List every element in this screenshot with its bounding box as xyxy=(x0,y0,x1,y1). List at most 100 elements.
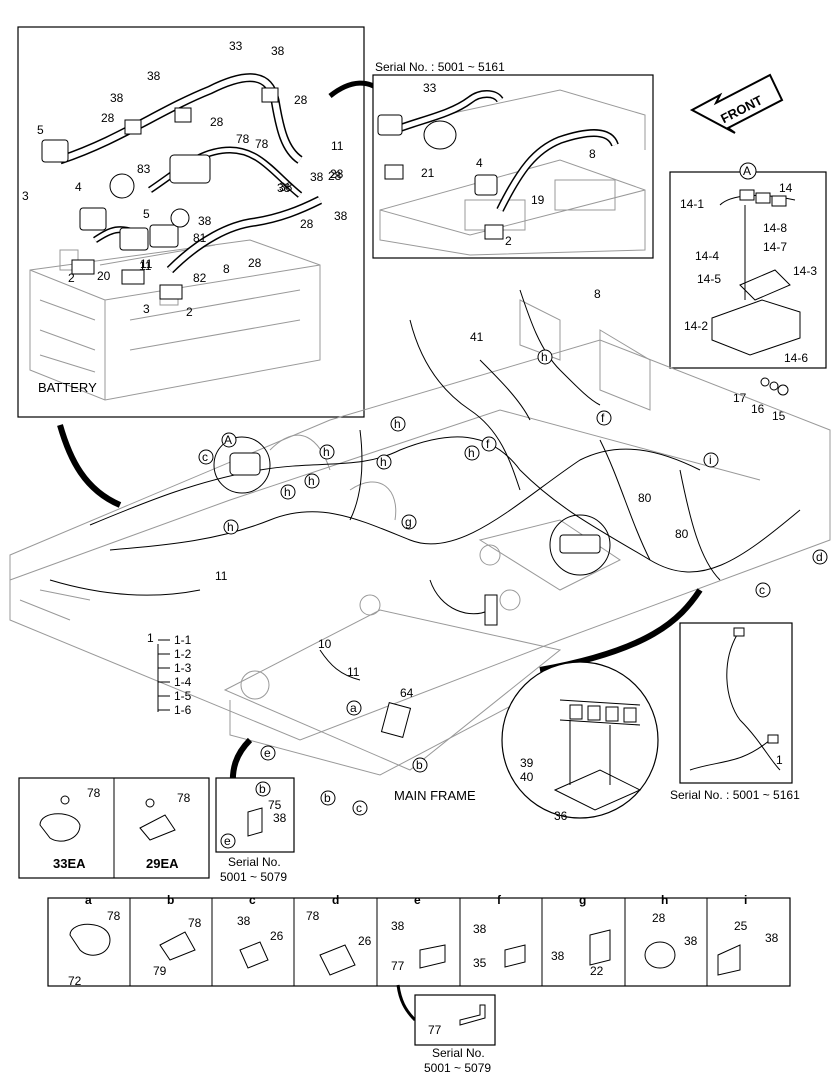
callout-h: h xyxy=(304,473,320,489)
part-label: 17 xyxy=(733,391,747,405)
part-label: 26 xyxy=(358,934,372,948)
part-label: 75 xyxy=(268,798,282,812)
callout-letter: c xyxy=(356,801,362,815)
part-label: 38 xyxy=(473,922,487,936)
callout-letter: f xyxy=(601,411,605,425)
callout-a: a xyxy=(346,700,362,716)
part-label: 4 xyxy=(75,180,82,194)
part-label: 28 xyxy=(300,217,314,231)
part-label: 14 xyxy=(779,181,793,195)
part-label: 26 xyxy=(270,929,284,943)
callout-letter: e xyxy=(264,746,271,760)
clip-qty: 33EA xyxy=(53,856,86,871)
callout-h: h xyxy=(376,454,392,470)
serial-caption-line: 5001 ~ 5079 xyxy=(220,870,287,884)
sub-part-label: 1-5 xyxy=(174,689,192,703)
serial-panel-right: 1 Serial No. : 5001 ~ 5161 xyxy=(670,622,800,802)
part-label: 28 xyxy=(330,167,344,181)
callout-letter: i xyxy=(709,453,712,467)
callout-d: d xyxy=(812,549,828,565)
serial-panel-right-frame xyxy=(679,622,793,784)
callout-letter: c xyxy=(759,583,765,597)
table-key: a xyxy=(85,893,92,907)
sub-part-label: 1-4 xyxy=(174,675,192,689)
callout-letter: h xyxy=(227,520,234,534)
table-key: d xyxy=(332,893,339,907)
part-label: 11 xyxy=(347,665,360,679)
part-label: 28 xyxy=(294,93,308,107)
part-label: 38 xyxy=(310,170,324,184)
table-key: e xyxy=(414,893,421,907)
callout-arrow xyxy=(539,588,703,673)
part-label: 77 xyxy=(391,959,405,973)
part-label: 14-5 xyxy=(697,272,721,286)
part-label: 80 xyxy=(638,491,652,505)
part-label: 38 xyxy=(237,914,251,928)
part-label: 11 xyxy=(215,569,228,583)
part-label: 14-6 xyxy=(784,351,808,365)
callout-i: i xyxy=(703,452,719,468)
part-label: 22 xyxy=(590,964,604,978)
part-label: 2 xyxy=(505,234,512,248)
callout-b: b xyxy=(412,757,428,773)
clip-boxes: 78 33EA 78 29EA xyxy=(18,777,210,879)
battery-panel: 33 38 38 38 28 28 28 5 78 78 11 3 4 83 2… xyxy=(17,26,387,508)
callout-letter: d xyxy=(816,550,823,564)
callout-letter: e xyxy=(224,834,231,848)
battery-labels: 33 38 38 38 28 28 28 5 78 78 11 3 4 83 2… xyxy=(22,39,348,395)
part-label: 28 xyxy=(248,256,262,270)
part-label: 38 xyxy=(391,919,405,933)
table-key: b xyxy=(167,893,174,907)
part-label: 8 xyxy=(223,262,230,276)
part-label: 2 xyxy=(186,305,193,319)
callout-letter: f xyxy=(486,437,490,451)
part-label: 28 xyxy=(210,115,224,129)
callout-h: h xyxy=(280,484,296,500)
callout-e: e xyxy=(260,745,276,761)
serial-panel-top-frame xyxy=(372,74,654,259)
part-label: 72 xyxy=(68,974,82,988)
detail-a-panel: A 14 14-1 14-8 14-7 14-4 14-3 14-5 14-2 … xyxy=(669,162,827,423)
part-label: 38 xyxy=(765,931,779,945)
callout-c: c xyxy=(755,582,771,598)
part-label: 38 xyxy=(198,214,212,228)
part-label: 38 xyxy=(271,44,285,58)
callout-letter: g xyxy=(405,515,412,529)
part-label: 4 xyxy=(476,156,483,170)
main-labels: 8 41 h h f f h h h h i c A h h g h f 80 … xyxy=(147,287,828,816)
callout-letter: c xyxy=(202,450,208,464)
callout-c: c xyxy=(352,800,368,816)
callout-h: h xyxy=(223,519,239,535)
main-frame-caption: MAIN FRAME xyxy=(394,788,476,803)
part-label: 38 xyxy=(279,180,293,194)
part-label: 14-2 xyxy=(684,319,708,333)
part-label: 77 xyxy=(428,1023,442,1037)
callout-letter: b xyxy=(324,791,331,805)
part-label: 78 xyxy=(87,786,101,800)
part-label: 19 xyxy=(531,193,545,207)
callout-h: h xyxy=(464,445,480,461)
callout-letter: h xyxy=(308,474,315,488)
part-label: 5 xyxy=(143,207,150,221)
part-label: 11 xyxy=(140,257,153,271)
callout-a: A xyxy=(221,432,237,448)
callout-letter: h xyxy=(323,445,330,459)
part-label: 28 xyxy=(101,111,115,125)
callout-g: g xyxy=(401,514,417,530)
part-label: 78 xyxy=(107,909,121,923)
part-label: 2 xyxy=(68,271,75,285)
serial-caption-line: 5001 ~ 5079 xyxy=(424,1061,491,1075)
table-key: g xyxy=(579,893,586,907)
part-label: 38 xyxy=(277,181,291,195)
callout-h: h xyxy=(390,416,406,432)
battery-cables xyxy=(41,73,323,300)
battery-caption: BATTERY xyxy=(38,380,97,395)
part-label: 40 xyxy=(520,770,534,784)
table-key: h xyxy=(661,893,668,907)
callout-letter: A xyxy=(224,433,232,447)
callout-f: f xyxy=(481,436,497,452)
part-label: 14-1 xyxy=(680,197,704,211)
callout-letter: h xyxy=(394,417,401,431)
table-key: i xyxy=(744,893,747,907)
